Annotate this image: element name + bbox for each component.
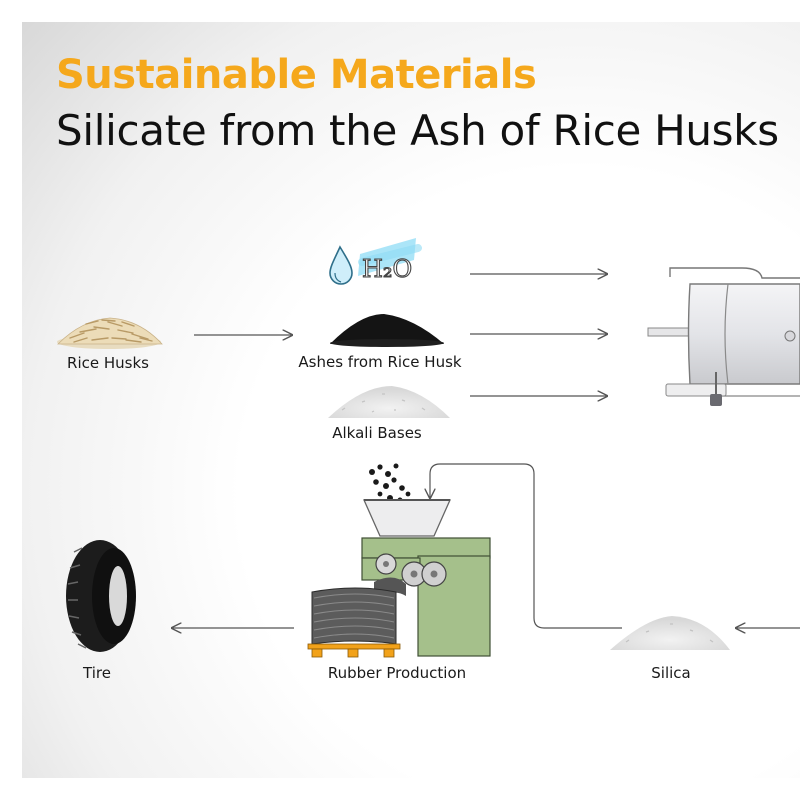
label-ashes: Ashes from Rice Husk	[298, 353, 462, 371]
rice-husks-pile-icon	[57, 317, 163, 349]
label-tire: Tire	[83, 664, 111, 682]
silica-pile-icon	[610, 616, 730, 650]
label-rubber-production: Rubber Production	[327, 664, 467, 682]
alkali-bases-pile-icon	[328, 386, 450, 418]
title: Sustainable Materials	[56, 52, 537, 98]
h2o-label-icon: H₂O	[358, 238, 422, 284]
rubber-machine-icon	[307, 463, 491, 658]
label-silica: Silica	[651, 664, 691, 682]
label-alkali-bases: Alkali Bases	[332, 424, 422, 442]
subtitle: Silicate from the Ash of Rice Husks	[56, 106, 779, 155]
diagram-artwork: H₂O	[57, 238, 800, 658]
diagram-canvas: Sustainable Materials Silicate from the …	[22, 22, 800, 778]
tire-icon	[66, 540, 136, 652]
black-ash-pile-icon	[330, 314, 444, 347]
label-rice-husks: Rice Husks	[67, 354, 149, 372]
svg-text:H₂O: H₂O	[362, 255, 412, 283]
flow-arrows	[172, 274, 800, 628]
water-drop-icon	[329, 245, 353, 285]
reactor-tank-icon	[647, 267, 800, 406]
